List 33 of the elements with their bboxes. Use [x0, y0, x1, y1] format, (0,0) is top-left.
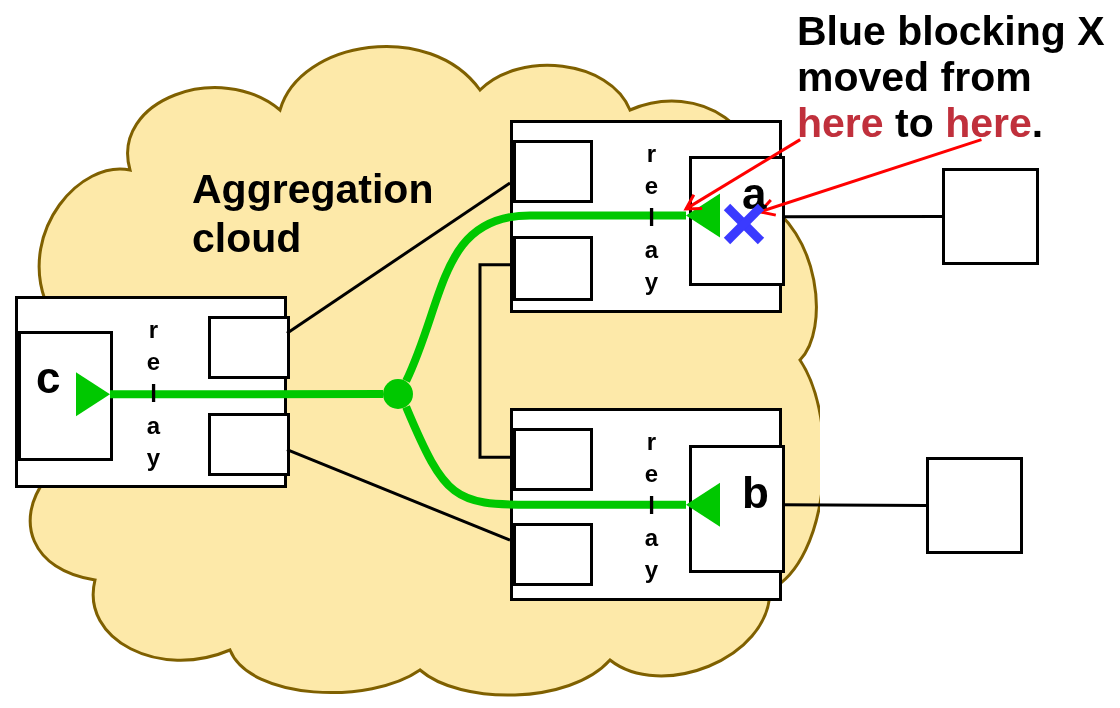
path-arrow [76, 372, 383, 417]
relay-box [510, 408, 782, 601]
port-box [208, 316, 290, 379]
junction-dot [383, 379, 413, 409]
port-box [513, 236, 593, 301]
port-box [513, 140, 593, 203]
link-line [782, 503, 926, 507]
endpoint-box [689, 156, 785, 286]
node-letter: b [742, 471, 769, 515]
host-box [942, 168, 1039, 265]
link-line [478, 263, 510, 459]
relay-label: relay [639, 140, 663, 300]
link-line [286, 448, 511, 542]
relay-box [510, 120, 782, 313]
port-box [208, 413, 290, 476]
port-box [513, 428, 593, 491]
endpoint-box [18, 331, 113, 461]
relay-label: relay [141, 316, 165, 476]
host-box [926, 457, 1023, 554]
node-letter: c [36, 356, 61, 400]
link-line [782, 215, 942, 219]
leader-line [758, 138, 982, 217]
port-box [513, 523, 593, 586]
link-line [286, 181, 511, 335]
cloud-label: Aggregation cloud [192, 165, 435, 264]
node-letter: a [742, 172, 767, 216]
path-arrow [402, 405, 720, 527]
annotation-text: Blue blocking X moved from here to here. [797, 8, 1115, 148]
relay-label: relay [639, 428, 663, 588]
leader-line [684, 138, 801, 211]
endpoint-box [689, 445, 785, 573]
path-arrow [402, 193, 720, 383]
relay-box [15, 296, 287, 488]
